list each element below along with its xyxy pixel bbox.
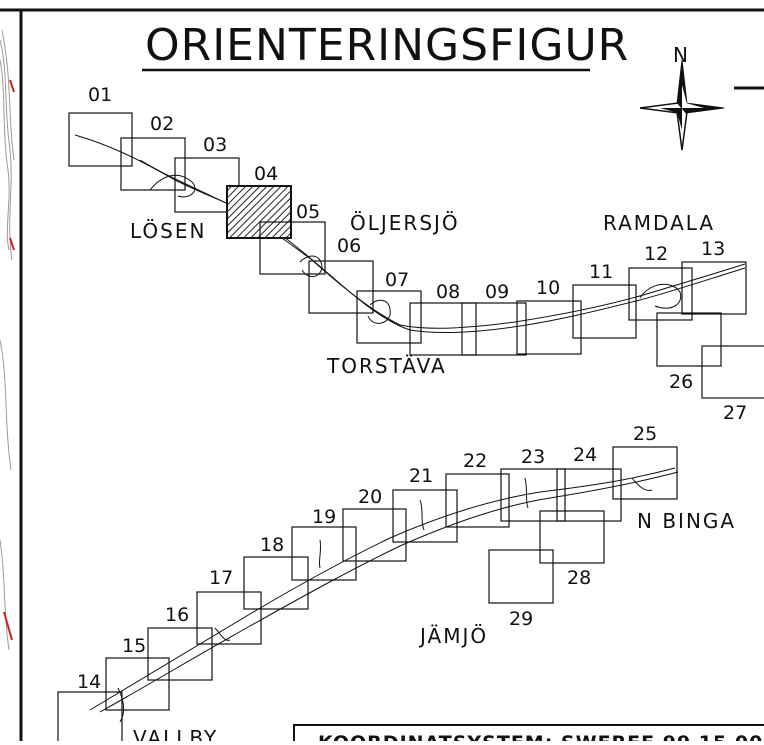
sheet-box-10	[516, 300, 582, 355]
adjacent-map-strip	[0, 29, 15, 651]
map-title: ORIENTERINGSFIGUR	[145, 20, 629, 71]
sheet-label-19: 19	[312, 506, 336, 528]
sheet-box-04	[226, 185, 292, 239]
sheet-box-13	[681, 261, 747, 315]
sheet-label-25: 25	[633, 423, 657, 445]
place-label-vallby: VALLBY	[133, 726, 218, 741]
sheet-label-20: 20	[358, 486, 382, 508]
sheet-label-28: 28	[567, 567, 591, 589]
sheet-label-11: 11	[589, 261, 613, 283]
sheet-label-14: 14	[77, 671, 101, 693]
sheet-box-05	[259, 221, 326, 275]
sheet-box-14	[57, 691, 123, 741]
sheet-box-23	[500, 468, 566, 522]
sheet-label-21: 21	[409, 465, 433, 487]
sheet-box-18	[243, 556, 309, 610]
north-label: N	[673, 43, 688, 67]
sheet-box-27	[701, 345, 764, 399]
sheet-box-25	[612, 446, 678, 500]
north-arrow-icon: N	[639, 43, 725, 151]
coordinate-system-box: KOORDINATSYSTEM: SWEREF 99 15 00	[293, 724, 764, 741]
sheet-box-11	[572, 284, 637, 339]
place-label-jamjo: JÄMJÖ	[418, 624, 488, 648]
road-network	[74, 134, 746, 723]
sheet-box-02	[120, 137, 186, 191]
sheet-label-18: 18	[260, 534, 284, 556]
place-label-n-binga: N BINGA	[637, 509, 736, 533]
sheet-label-02: 02	[150, 113, 174, 135]
sheet-label-27: 27	[723, 402, 747, 424]
place-label-ramdala: RAMDALA	[603, 211, 715, 235]
sheet-box-08	[409, 302, 477, 356]
sheet-label-04: 04	[254, 163, 278, 185]
sheet-label-29: 29	[509, 608, 533, 630]
sheet-label-03: 03	[203, 134, 227, 156]
coordinate-system-label: KOORDINATSYSTEM: SWEREF 99 15 00	[318, 732, 763, 741]
sheet-label-24: 24	[573, 444, 597, 466]
sheet-label-26: 26	[669, 371, 693, 393]
sheet-label-07: 07	[385, 269, 409, 291]
sheet-box-16	[147, 627, 213, 681]
sheet-box-26	[656, 312, 722, 367]
sheet-label-16: 16	[165, 604, 189, 626]
sheet-label-01: 01	[88, 84, 112, 106]
sheet-box-22	[445, 473, 510, 528]
sheet-box-29	[488, 549, 554, 604]
sheet-label-13: 13	[701, 238, 725, 260]
sheet-box-15	[105, 657, 170, 711]
sheet-index-grid: 01 02 03 04 05 06 07 08 09 10 11 12 13 14 15 16 17 18 19 20…	[57, 84, 764, 741]
place-label-oljersjo: ÖLJERSJÖ	[350, 211, 460, 235]
sheet-box-19	[291, 526, 357, 581]
place-label-losen: LÖSEN	[130, 219, 206, 243]
place-label-torstava: TORSTÄVA	[326, 354, 447, 378]
sheet-label-22: 22	[463, 450, 487, 472]
sheet-label-23: 23	[521, 446, 545, 468]
sheet-box-28	[539, 510, 605, 564]
sheet-box-09	[461, 302, 527, 356]
sheet-label-09: 09	[485, 281, 509, 303]
sheet-box-07	[356, 290, 422, 344]
sheet-label-06: 06	[337, 235, 361, 257]
sheet-box-21	[392, 489, 458, 543]
sheet-label-17: 17	[209, 567, 233, 589]
sheet-label-08: 08	[436, 281, 460, 303]
sheet-label-10: 10	[536, 277, 560, 299]
sheet-box-24	[556, 468, 622, 522]
place-names: LÖSEN ÖLJERSJÖ RAMDALA TORSTÄVA N BINGA …	[130, 211, 736, 741]
sheet-box-06	[308, 260, 374, 314]
sheet-label-12: 12	[644, 243, 668, 265]
sheet-label-05: 05	[296, 201, 320, 223]
sheet-label-15: 15	[122, 635, 146, 657]
sheet-box-17	[196, 591, 262, 645]
sheet-box-20	[342, 508, 407, 562]
sheet-box-01	[68, 112, 133, 167]
sheet-box-12	[628, 267, 693, 321]
map-frame	[0, 8, 764, 741]
